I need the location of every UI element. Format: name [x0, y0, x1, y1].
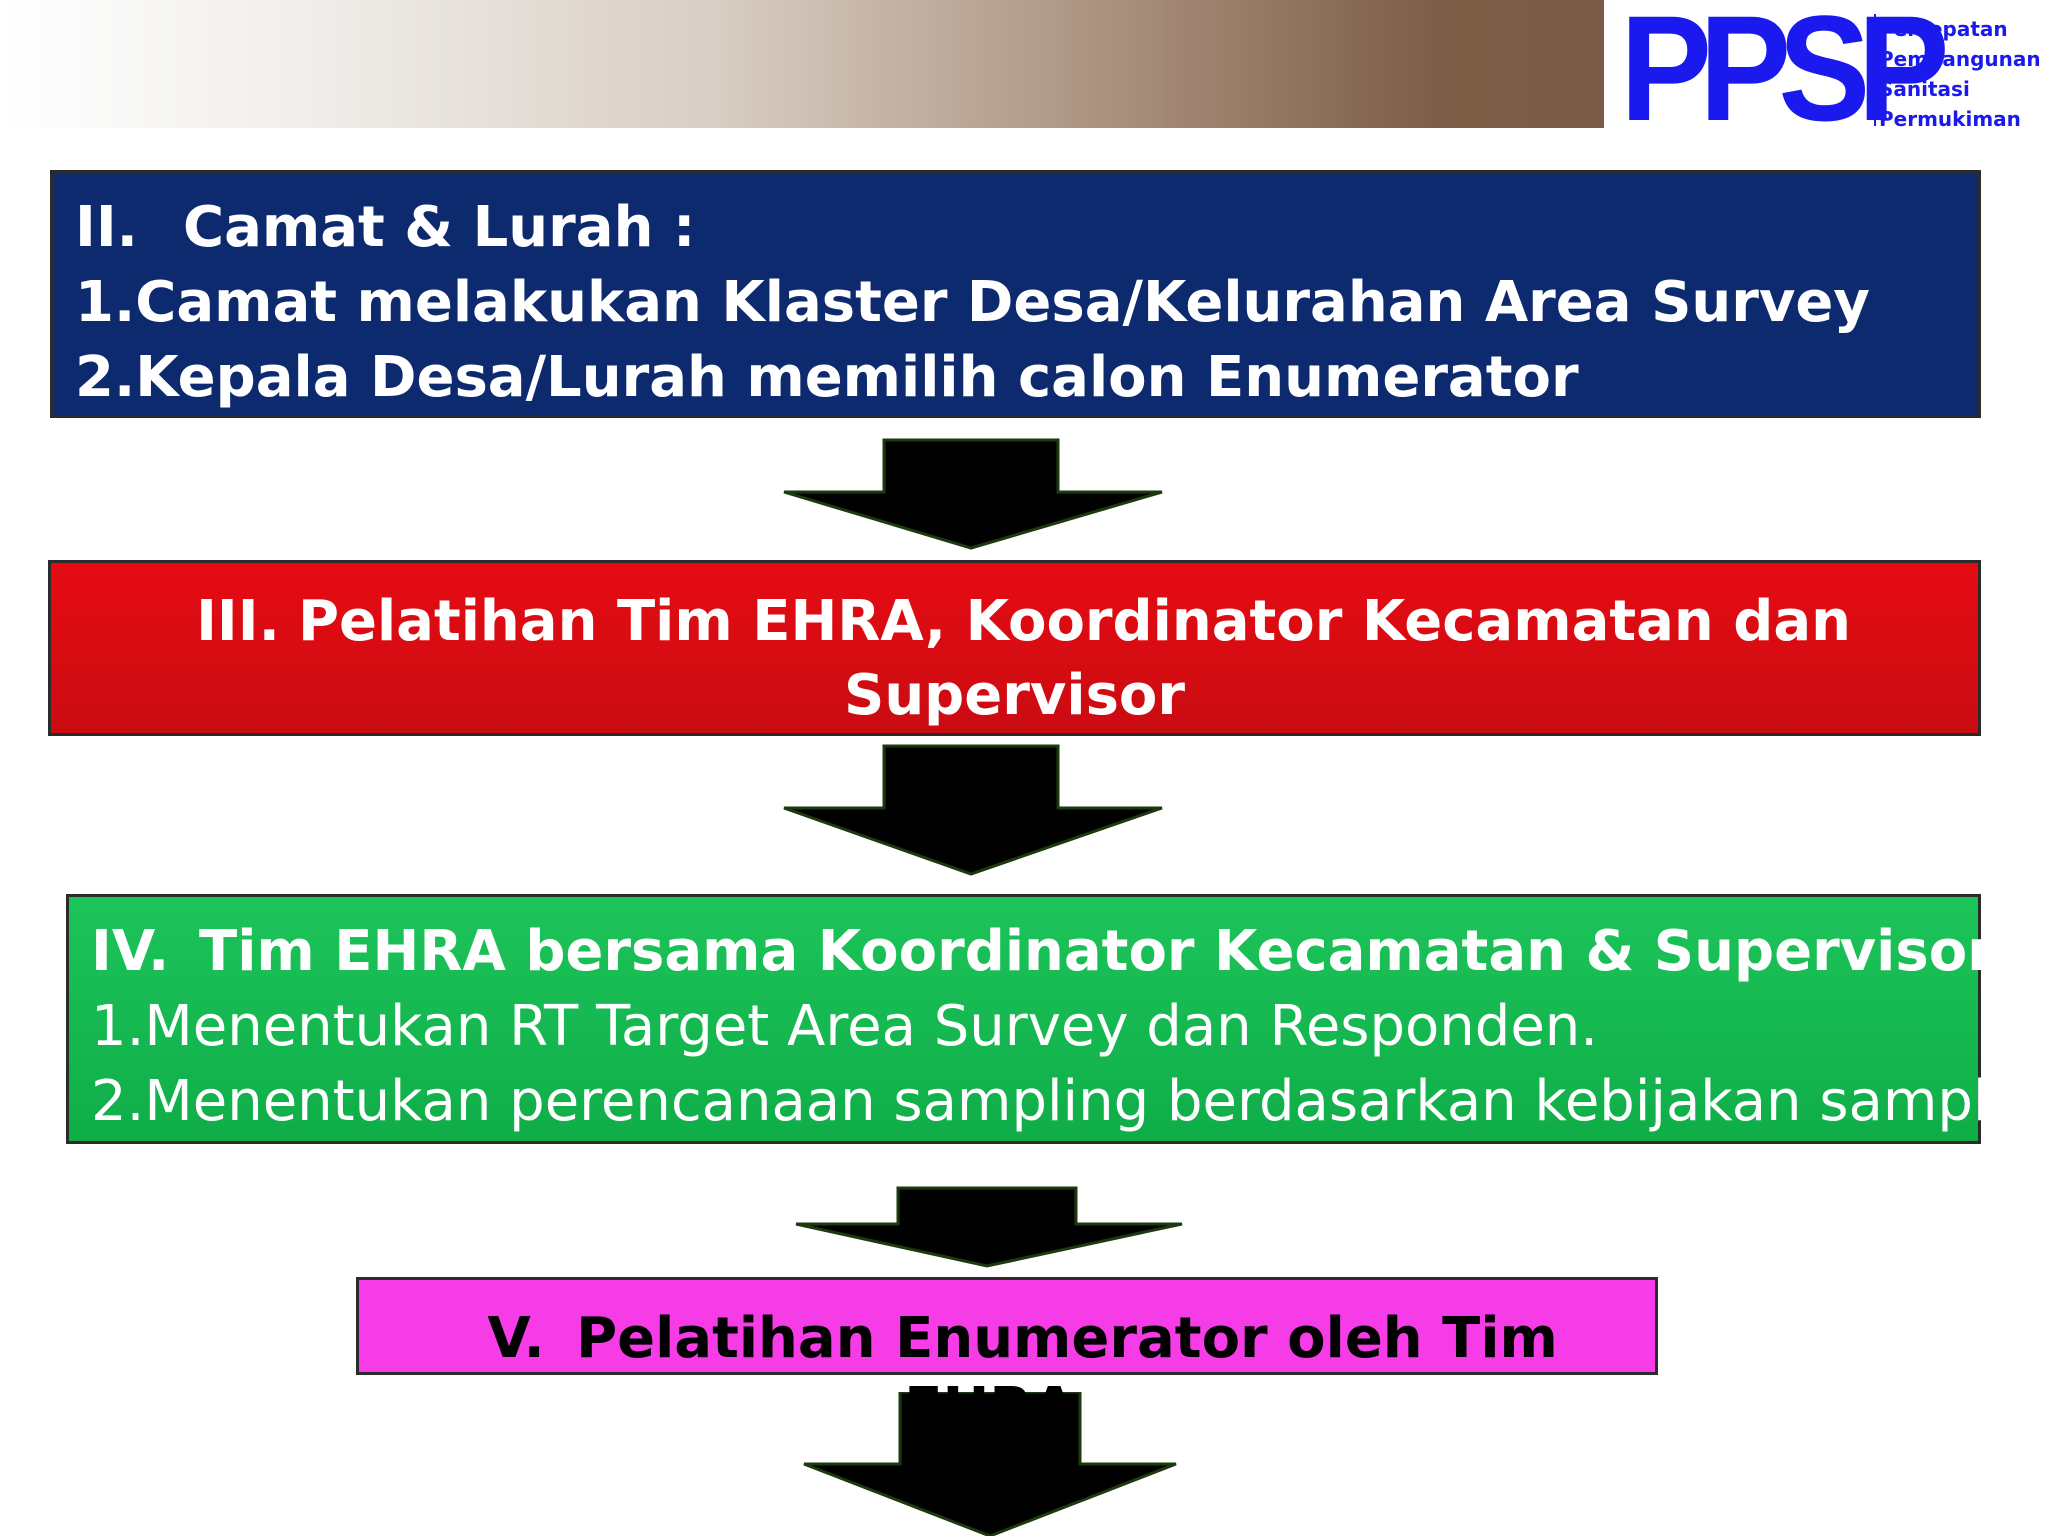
step-4-heading: IV. Tim EHRA bersama Koordinator Kecamata…	[91, 915, 1995, 989]
step-3-number: III.	[196, 589, 280, 654]
step-2-item-2: 2.Kepala Desa/Lurah memilih calon Enumer…	[75, 345, 1579, 410]
step-5-heading: V. Pelatihan Enumerator oleh Tim	[359, 1302, 1655, 1376]
step-5-title-line-2: EHRA	[880, 1366, 1100, 1406]
logo-text: Percepatan Pembangunan Sanitasi Permukim…	[1879, 14, 2041, 134]
down-arrow-1	[783, 438, 1163, 550]
logo-divider	[1874, 14, 1876, 126]
logo-line-3: Sanitasi	[1879, 77, 1970, 101]
down-arrow-4	[803, 1392, 1177, 1536]
step-3-box: III. Pelatihan Tim EHRA, Koordinator Keca…	[48, 560, 1981, 736]
logo-mark: PPSP	[1620, 0, 1950, 152]
step-4-number: IV.	[91, 919, 170, 984]
step-5-box: V. Pelatihan Enumerator oleh Tim	[356, 1277, 1658, 1375]
logo-line-2: Pembangunan	[1879, 47, 2041, 71]
step-3-title-line-1: Pelatihan Tim EHRA, Koordinator Kecamata…	[297, 589, 1852, 654]
step-2-number: II.	[75, 195, 138, 260]
step-4-box: IV. Tim EHRA bersama Koordinator Kecamata…	[66, 894, 2048, 1144]
ppsp-logo: PPSP Percepatan Pembangunan Sanitasi Per…	[1620, 0, 2041, 152]
step-5-number: V.	[487, 1306, 545, 1371]
step-2-title: Camat & Lurah :	[183, 195, 696, 260]
step-3-heading-line-1: III. Pelatihan Tim EHRA, Koordinator Keca…	[51, 585, 1978, 659]
down-arrow-3	[795, 1186, 1183, 1268]
step-5-title-line-1: Pelatihan Enumerator oleh Tim	[576, 1306, 1558, 1371]
step-2-item-1: 1.Camat melakukan Klaster Desa/Kelurahan…	[75, 270, 1870, 335]
step-3-title-line-2: Supervisor	[843, 663, 1185, 728]
step-2-box: II. Camat & Lurah : 1.Camat melakukan Kla…	[50, 170, 1981, 418]
step-2-heading: II. Camat & Lurah :	[75, 191, 1978, 265]
step-4-title: Tim EHRA bersama Koordinator Kecamatan &…	[199, 919, 1995, 984]
logo-line-4: Permukiman	[1879, 107, 2021, 131]
step-4-item-2: 2.Menentukan perencanaan sampling berdas…	[91, 1069, 2048, 1134]
logo-line-1: Percepatan	[1879, 17, 2008, 41]
header-gradient-banner	[0, 0, 1604, 128]
step-4-item-1: 1.Menentukan RT Target Area Survey dan R…	[91, 994, 1599, 1059]
down-arrow-2	[783, 744, 1163, 876]
